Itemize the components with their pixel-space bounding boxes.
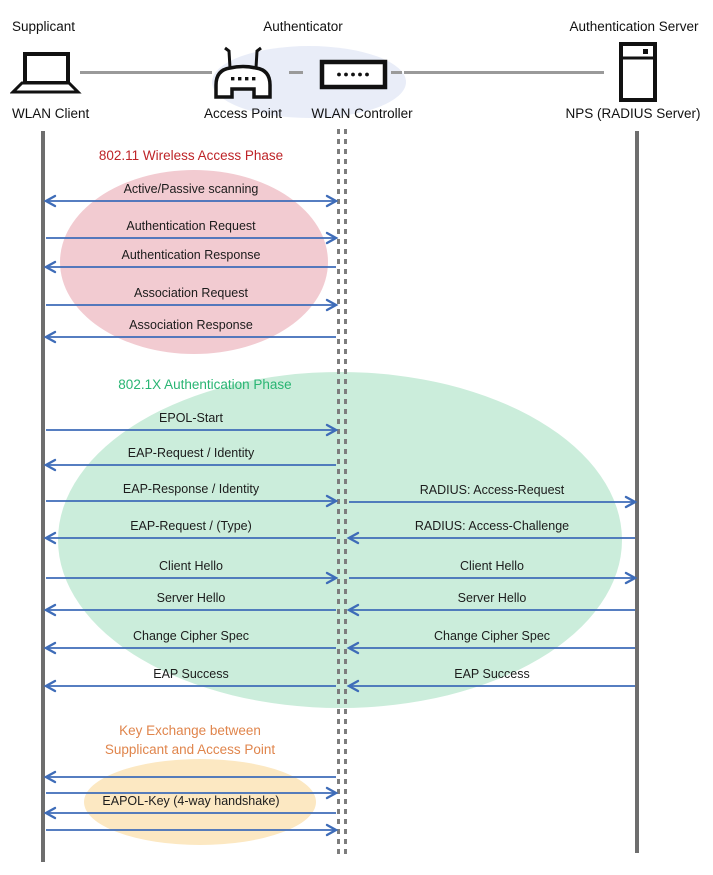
- lifeline-authenticator-left: [336, 129, 340, 856]
- dot1x-authentication-phase-ellipse: [58, 372, 622, 708]
- message-label: Association Response: [129, 318, 253, 332]
- key-exchange-phase-title-line2: Supplicant and Access Point: [104, 742, 276, 757]
- message-label: RADIUS: Access-Challenge: [414, 519, 570, 533]
- role-label-authentication-server: Authentication Server: [569, 19, 699, 34]
- lifeline-wlan-client: [41, 131, 45, 862]
- message-label: RADIUS: Access-Request: [419, 483, 565, 497]
- server-icon: [619, 42, 657, 102]
- dot1x-authentication-phase-title: 802.1X Authentication Phase: [118, 377, 292, 392]
- message-label: EAP Success: [454, 667, 530, 681]
- message-label: Client Hello: [159, 559, 223, 573]
- connector-controller-server: [404, 71, 604, 74]
- message-label: Authentication Response: [121, 248, 261, 262]
- connector-controller-stub: [391, 71, 402, 74]
- device-label-wlan-client: WLAN Client: [12, 106, 90, 121]
- message-label: EAP-Request / Identity: [127, 446, 255, 460]
- message-label: Authentication Request: [126, 219, 256, 233]
- access-point-icon: [214, 46, 272, 99]
- message-label: Change Cipher Spec: [132, 629, 250, 643]
- wlan-controller-icon: [319, 59, 388, 90]
- message-label: EPOL-Start: [159, 411, 223, 425]
- message-label: EAPOL-Key (4-way handshake): [102, 794, 280, 808]
- message-label: Active/Passive scanning: [123, 182, 259, 196]
- key-exchange-phase-title-line1: Key Exchange between: [119, 723, 261, 738]
- message-label: Client Hello: [460, 559, 524, 573]
- message-label: Server Hello: [457, 591, 527, 605]
- message-label: Change Cipher Spec: [433, 629, 551, 643]
- message-label: Association Request: [134, 286, 248, 300]
- message-label: EAP Success: [153, 667, 229, 681]
- connector-client-ap: [80, 71, 212, 74]
- message-label: Server Hello: [156, 591, 226, 605]
- device-label-access-point: Access Point: [203, 106, 283, 121]
- device-label-wlan-controller: WLAN Controller: [311, 106, 413, 121]
- lifeline-radius-server: [635, 131, 639, 853]
- connector-ap-controller: [289, 71, 303, 74]
- wireless-access-phase-title: 802.11 Wireless Access Phase: [98, 148, 284, 163]
- laptop-icon: [10, 52, 82, 94]
- device-label-nps-radius-server: NPS (RADIUS Server): [565, 106, 701, 121]
- message-label: EAP-Request / (Type): [130, 519, 252, 533]
- key-exchange-phase-title: Key Exchange between Supplicant and Acce…: [40, 721, 340, 759]
- role-label-authenticator: Authenticator: [263, 19, 343, 34]
- message-label: EAP-Response / Identity: [122, 482, 260, 496]
- role-label-supplicant: Supplicant: [12, 19, 76, 34]
- lifeline-authenticator-right: [343, 129, 347, 856]
